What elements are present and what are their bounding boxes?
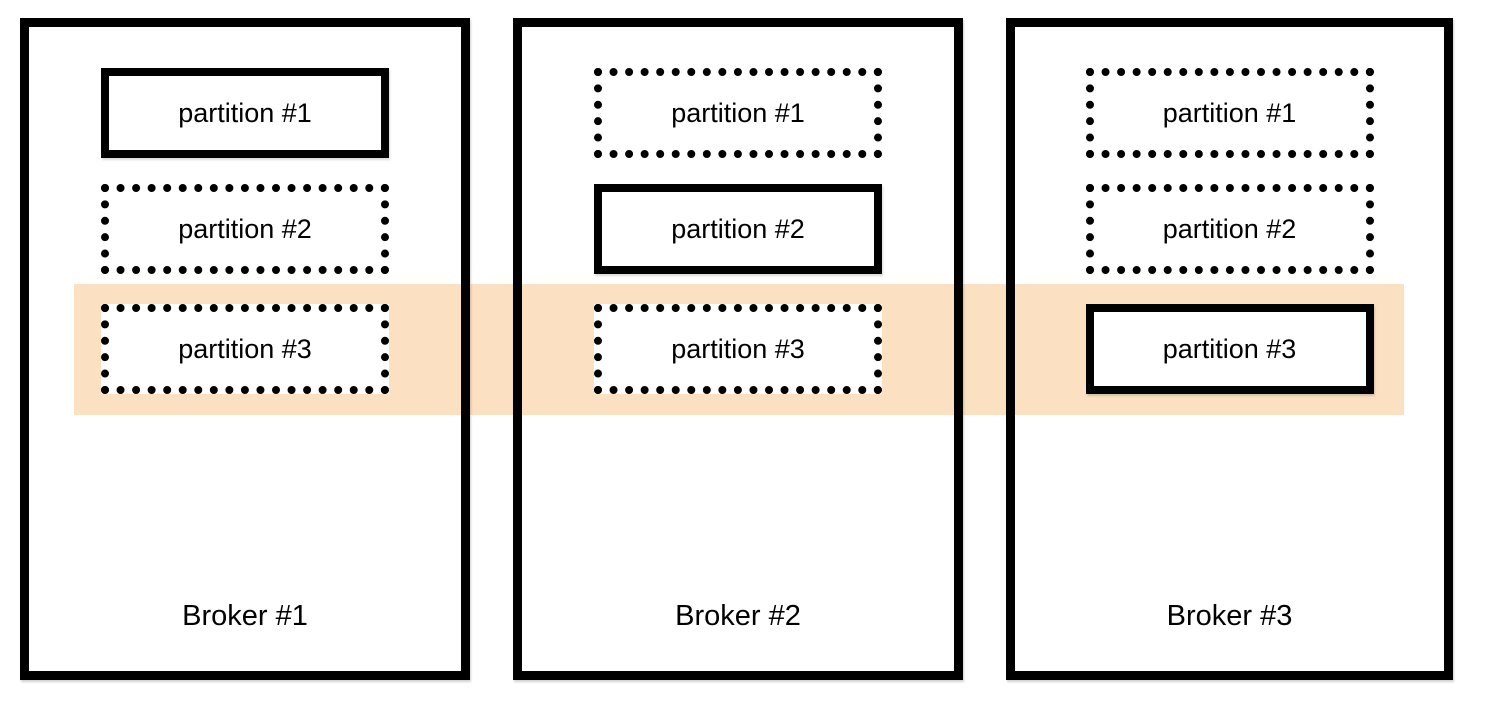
partition-box: partition #2 [1085, 184, 1374, 274]
partition-box: partition #3 [594, 304, 882, 394]
partition-box: partition #3 [101, 304, 389, 394]
partition-label: partition #2 [1162, 213, 1297, 244]
partition-label: partition #2 [671, 213, 805, 244]
partition-box: partition #2 [594, 184, 882, 274]
partition-box: partition #1 [1085, 68, 1374, 158]
broker-box-3: partition #1 partition #2 partition #3 B… [1006, 18, 1453, 680]
broker-label: Broker #2 [675, 600, 801, 632]
partition-label: partition #3 [1162, 333, 1297, 364]
broker-label: Broker #1 [182, 600, 308, 632]
partition-label: partition #3 [671, 333, 805, 364]
broker-box-2: partition #1 partition #2 partition #3 B… [513, 18, 963, 680]
partition-label: partition #1 [671, 97, 805, 128]
partition-box: partition #2 [101, 184, 389, 274]
partition-label: partition #1 [1162, 97, 1297, 128]
partition-box: partition #1 [594, 68, 882, 158]
broker-box-1: partition #1 partition #2 partition #3 B… [20, 18, 470, 680]
partition-box: partition #1 [101, 68, 389, 158]
broker-label: Broker #3 [1166, 600, 1293, 632]
partition-box: partition #3 [1085, 304, 1374, 394]
partition-label: partition #2 [178, 213, 312, 244]
partition-label: partition #1 [178, 97, 312, 128]
partition-label: partition #3 [178, 333, 312, 364]
